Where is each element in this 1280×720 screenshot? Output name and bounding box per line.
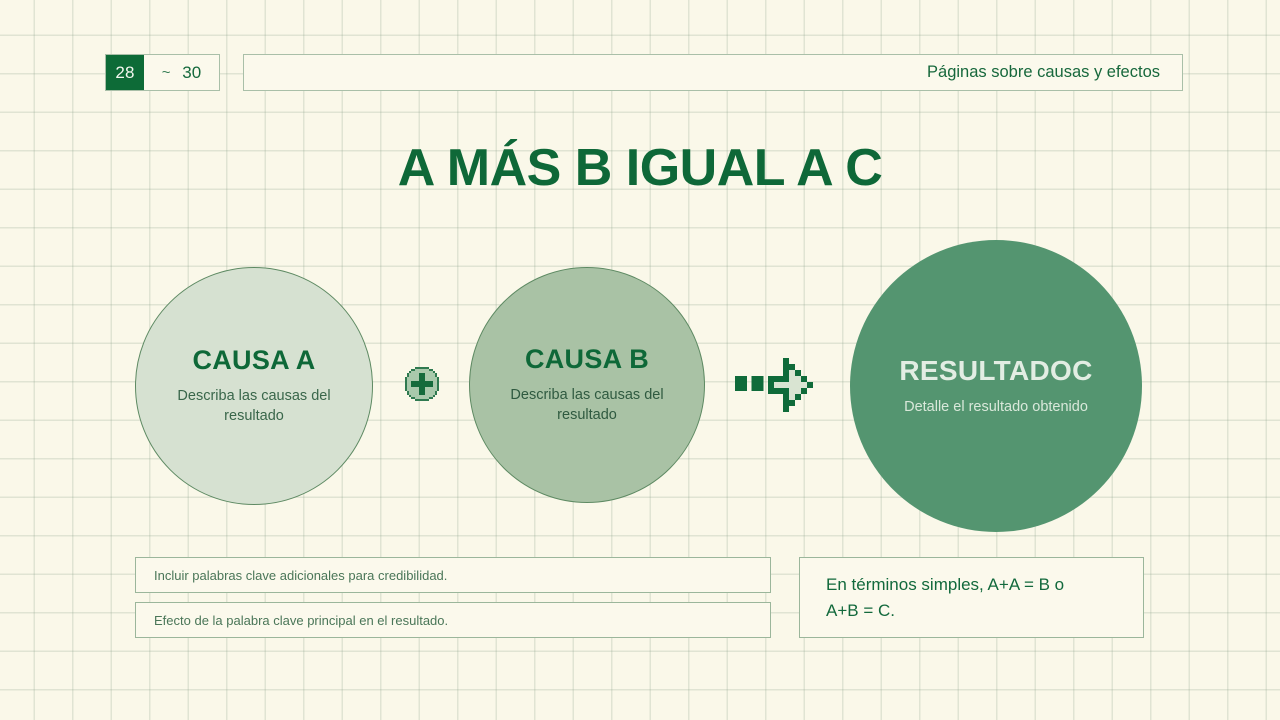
- page-title: A MÁS B IGUAL A C: [397, 139, 883, 197]
- cause-b-circle: CAUSA B Describa las causas del resultad…: [469, 267, 705, 503]
- cause-b-description: Describa las causas del resultado: [510, 387, 664, 423]
- page-number-badge: 28 ~ 30: [105, 54, 220, 91]
- summary-line-2: A+B = C.: [826, 600, 895, 620]
- arrow-right-icon: [735, 358, 825, 414]
- page-range-separator: ~: [161, 64, 171, 81]
- result-title: RESULTADOC: [899, 354, 1093, 386]
- cause-b-title: CAUSA B: [524, 344, 650, 375]
- summary-line-1: En términos simples, A+A = B o: [826, 575, 1065, 594]
- note-box-1[interactable]: Incluir palabras clave adicionales para …: [135, 557, 771, 593]
- page-number-total: 30: [182, 62, 202, 82]
- cause-a-title: CAUSA A: [192, 345, 316, 376]
- note-text-1: Incluir palabras clave adicionales para …: [154, 567, 448, 583]
- note-box-2[interactable]: Efecto de la palabra clave principal en …: [135, 602, 771, 638]
- cause-a-description: Describa las causas del resultado: [177, 388, 331, 424]
- cause-a-circle: CAUSA A Describa las causas del resultad…: [135, 267, 373, 505]
- summary-box[interactable]: En términos simples, A+A = B o A+B = C.: [799, 557, 1144, 638]
- section-header-bar: Páginas sobre causas y efectos: [243, 54, 1183, 91]
- summary-text: En términos simples, A+A = B o A+B = C.: [826, 572, 1064, 623]
- result-description: Detalle el resultado obtenido: [904, 398, 1088, 415]
- plus-circle-icon: [403, 365, 441, 403]
- note-text-2: Efecto de la palabra clave principal en …: [154, 612, 449, 628]
- page-number-current: 28: [106, 55, 144, 90]
- result-circle: RESULTADOC Detalle el resultado obtenido: [850, 240, 1142, 532]
- section-title: Páginas sobre causas y efectos: [927, 63, 1160, 81]
- page-number-range: ~ 30: [144, 55, 219, 90]
